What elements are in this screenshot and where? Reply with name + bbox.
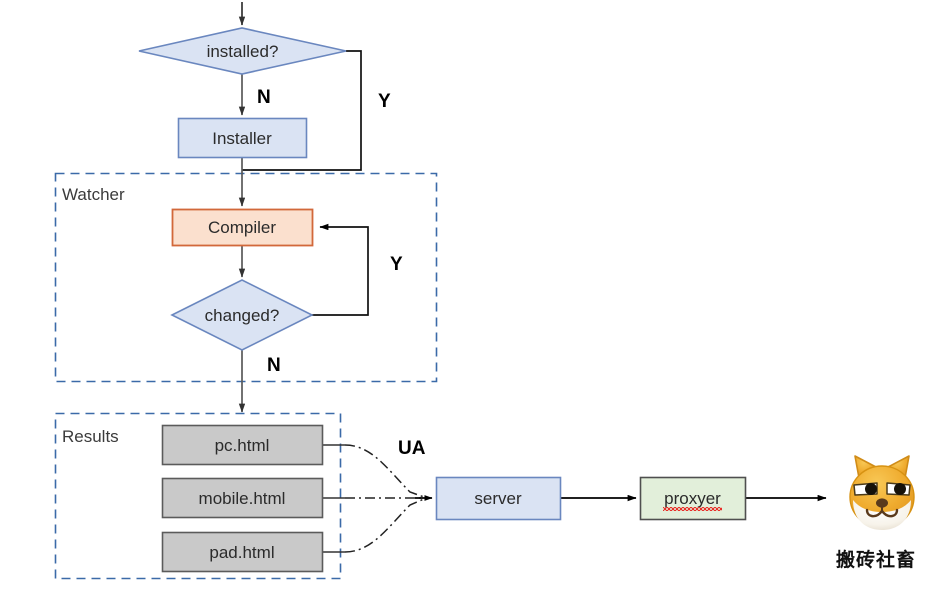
changed-decision-shape [170,279,314,351]
edge-label-installed-no: N [257,87,271,108]
watcher-group-label: Watcher [62,185,125,204]
pc-html-box-shape [161,424,324,466]
edge-label-changed-no: N [267,355,281,376]
compiler-box-shape [171,208,314,247]
installer-box-shape [177,117,308,159]
shiba-dog-face-icon [849,455,915,530]
results-group-label: Results [62,427,119,446]
installed-decision-shape [138,27,347,75]
proxyer-box-shape [639,476,747,521]
edge-changed-yes-loop [312,223,369,316]
edge-installed-yes-loop [242,50,362,171]
edge-label-installed-yes: Y [378,91,391,112]
pad-html-box-shape [161,531,324,573]
edge-label-changed-yes: Y [390,254,403,275]
mascot-caption: 搬砖社畜 [836,549,917,571]
edge-label-ua: UA [398,438,426,459]
edge-pad-to-server [344,498,425,553]
mobile-html-box-shape [161,477,324,519]
edge-pc-to-server [344,444,425,498]
results-group-box [54,412,342,580]
watcher-group-box [54,172,438,383]
server-box-shape [435,476,562,521]
